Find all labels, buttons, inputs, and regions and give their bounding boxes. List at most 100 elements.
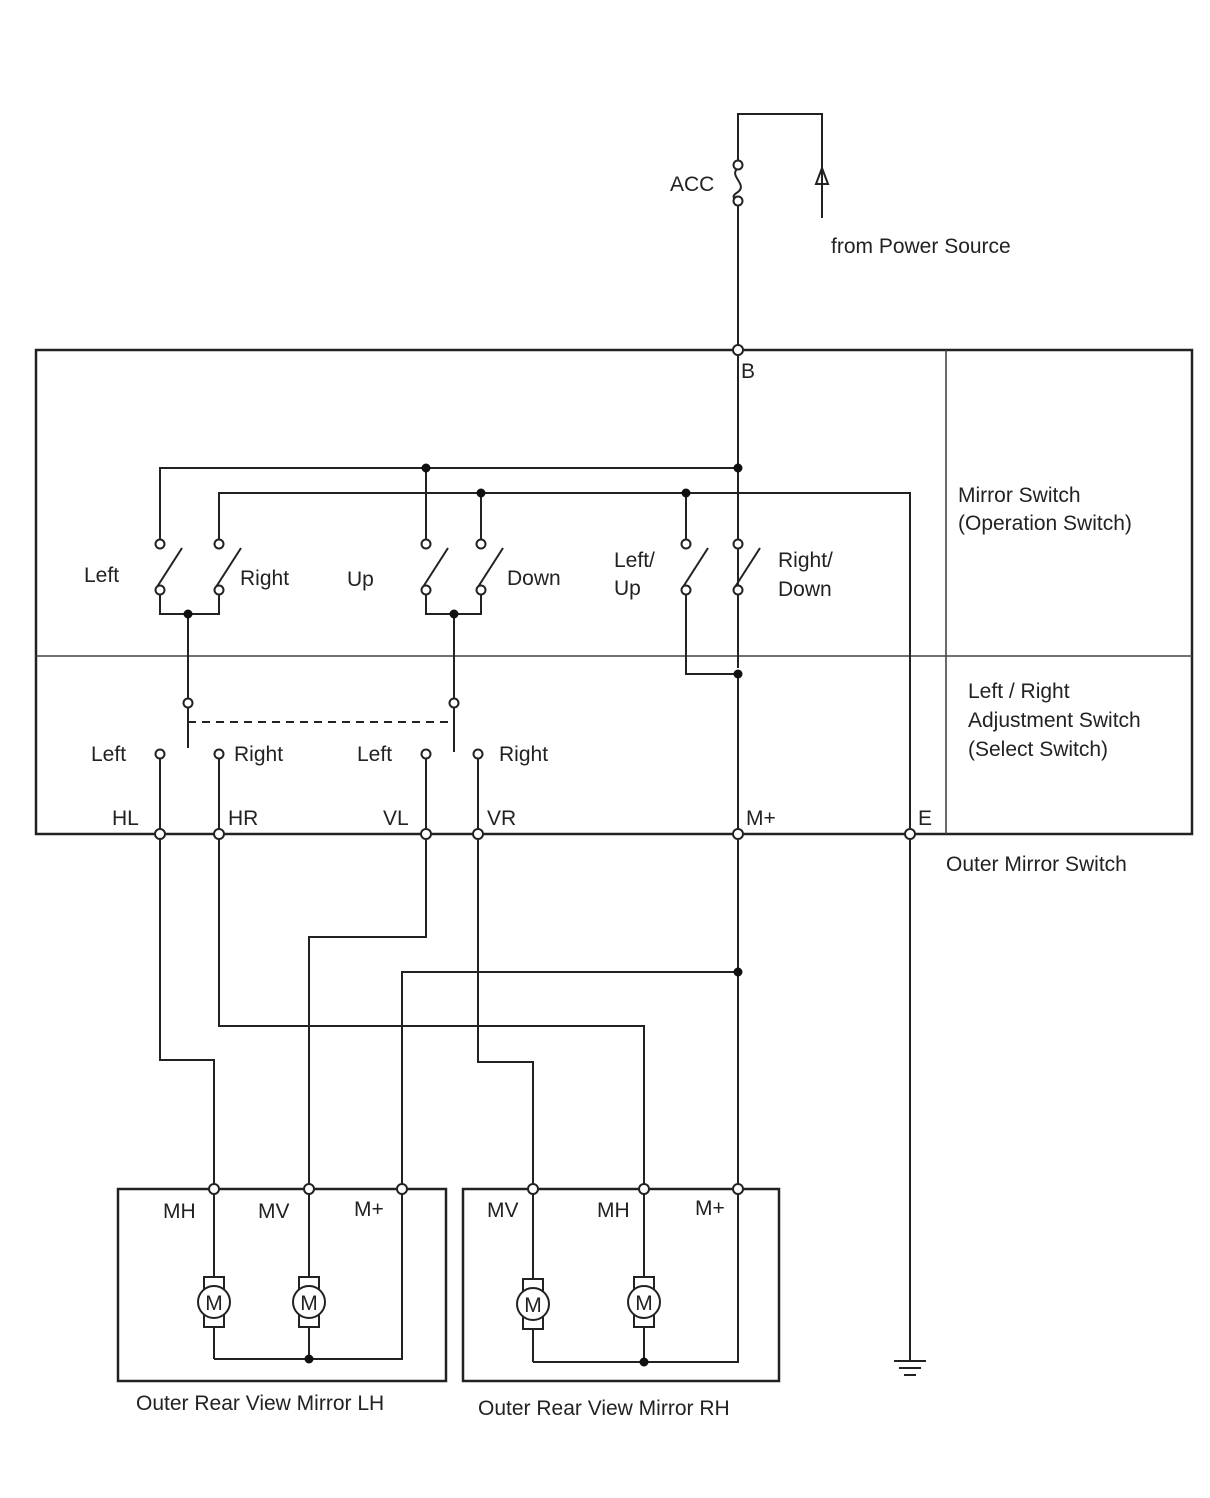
diagonal-operation-switch: Left/ Up Right/ Down	[614, 538, 833, 679]
vr-to-rh-mv-wire	[477, 839, 534, 1184]
power-feed-wire	[737, 113, 823, 218]
lh-terminal-mh	[208, 1183, 220, 1195]
outer-mirror-switch: Mirror Switch (Operation Switch) Left / …	[34, 344, 1194, 876]
rh-terminal-mh	[638, 1183, 650, 1195]
harness-wires	[159, 839, 926, 1376]
op-down-label: Down	[507, 567, 561, 590]
motor-icon: M	[292, 1276, 326, 1328]
sel-right-label-1: Right	[234, 743, 283, 766]
mirror-switch-label-line2: (Operation Switch)	[958, 512, 1132, 535]
switch-blade	[734, 547, 761, 588]
terminal-hr-label: HR	[228, 807, 258, 830]
motor-icon: M	[627, 1276, 661, 1328]
switch-blade	[156, 547, 183, 588]
junction-dot	[449, 609, 459, 619]
rh-terminal-mv	[527, 1183, 539, 1195]
switch-contact	[680, 584, 692, 596]
lh-terminal-m-plus	[396, 1183, 408, 1195]
lh-mv-label: MV	[258, 1200, 290, 1223]
terminal-hl	[154, 828, 166, 840]
motor-icon: M	[197, 1276, 231, 1328]
terminal-m-plus	[732, 828, 744, 840]
power-source-label: from Power Source	[831, 235, 1011, 258]
select-contact	[213, 748, 225, 760]
m-plus-to-lh-wire	[401, 971, 738, 1184]
select-switch-label-line3: (Select Switch)	[968, 738, 1108, 761]
ground-icon	[894, 1360, 926, 1376]
lh-common-wire	[214, 1194, 403, 1360]
junction-dot	[476, 488, 486, 498]
switch-contact	[420, 584, 432, 596]
fuse-terminal-bottom	[732, 195, 744, 207]
hr-to-rh-mh-wire	[218, 839, 645, 1184]
select-pivot	[182, 697, 194, 709]
select-switch-label-line1: Left / Right	[968, 680, 1070, 703]
rh-terminal-m-plus	[732, 1183, 744, 1195]
motor-label: M	[300, 1292, 318, 1315]
switch-contact	[475, 538, 487, 550]
hl-to-lh-mh-wire	[159, 839, 215, 1184]
rh-mh-label: MH	[597, 1199, 630, 1222]
select-pivot	[448, 697, 460, 709]
mirror-rh-label: Outer Rear View Mirror RH	[478, 1397, 730, 1420]
rh-mv-label: MV	[487, 1199, 519, 1222]
terminal-b	[732, 344, 744, 356]
select-contact	[154, 748, 166, 760]
select-contact	[420, 748, 432, 760]
lh-mh-label: MH	[163, 1200, 196, 1223]
terminal-vl	[420, 828, 432, 840]
switch-contact	[154, 538, 166, 550]
terminal-hl-label: HL	[112, 807, 139, 830]
op-right-down-label-line1: Right/	[778, 549, 833, 572]
acc-fuse-icon	[732, 167, 742, 201]
motor-label: M	[205, 1292, 223, 1315]
left-right-operation-switch: Left Right	[84, 538, 289, 698]
sel-left-label-2: Left	[357, 743, 392, 766]
op-up-label: Up	[347, 568, 374, 591]
op-left-label: Left	[84, 564, 119, 587]
op-left-up-label-line1: Left/	[614, 549, 655, 572]
outer-mirror-switch-box	[34, 348, 1194, 836]
switch-contact	[420, 538, 432, 550]
switch-contact	[213, 538, 225, 550]
switch-blade	[477, 547, 504, 588]
switch-common-wire	[685, 595, 738, 675]
terminal-m-plus-label: M+	[746, 807, 776, 830]
terminal-e-label: E	[918, 807, 932, 830]
junction-dot	[304, 1354, 314, 1364]
motor-icon: M	[516, 1278, 550, 1330]
motor-label: M	[635, 1292, 653, 1315]
select-contact	[472, 748, 484, 760]
top-bus-wire	[159, 467, 738, 539]
mirror-rh-box	[461, 1187, 781, 1383]
lh-m-plus-label: M+	[354, 1198, 384, 1221]
mirror-switch-label-line1: Mirror Switch	[958, 484, 1081, 507]
fuse-terminal-top	[732, 159, 744, 171]
switch-contact	[732, 538, 744, 550]
outer-rear-view-mirror-lh: MH MV M+ M M Outer Rear View Mirror LH	[116, 1183, 448, 1415]
acc-fuse-label: ACC	[670, 173, 714, 196]
mirror-lh-label: Outer Rear View Mirror LH	[136, 1392, 384, 1415]
outer-mirror-switch-label: Outer Mirror Switch	[946, 853, 1127, 876]
switch-contact	[475, 584, 487, 596]
power-arrow-icon	[814, 165, 830, 185]
switch-contact	[680, 538, 692, 550]
terminal-hr	[213, 828, 225, 840]
switch-blade	[682, 547, 709, 588]
lh-terminal-mv	[303, 1183, 315, 1195]
power-source: ACC from Power Source	[670, 113, 1011, 345]
junction-dot	[681, 488, 691, 498]
terminal-e	[904, 828, 916, 840]
vl-to-lh-mv-wire	[308, 839, 427, 1184]
switch-blade	[215, 547, 242, 588]
switch-contact	[154, 584, 166, 596]
terminal-b-label: B	[741, 360, 755, 383]
sel-left-label-1: Left	[91, 743, 126, 766]
op-right-label: Right	[240, 567, 289, 590]
rh-common-wire	[533, 1194, 739, 1363]
junction-dot	[183, 609, 193, 619]
select-switch: Left Right Left Right	[91, 697, 548, 829]
ground-bus-wire	[218, 492, 911, 828]
up-down-operation-switch: Up Down	[347, 538, 561, 698]
